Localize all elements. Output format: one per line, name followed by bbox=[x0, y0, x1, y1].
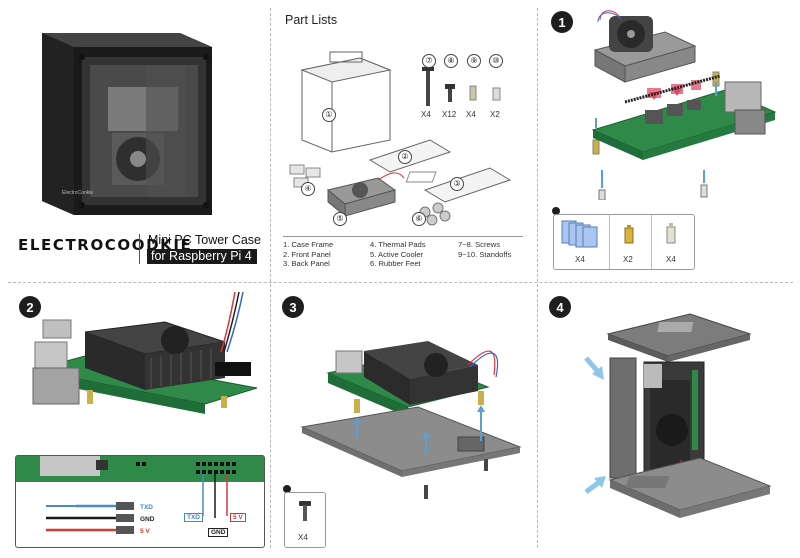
wire-label-5v: 5 V bbox=[140, 528, 150, 535]
legend-divider bbox=[283, 236, 523, 237]
step1-note-badge bbox=[552, 207, 560, 215]
legend-item: 1. Case Frame bbox=[283, 240, 334, 249]
product-subtitle: for Raspberry Pi 4 bbox=[147, 249, 257, 264]
box-divider bbox=[651, 215, 652, 269]
pin-callout-txd: TXD bbox=[184, 513, 203, 522]
callout-4: ④ bbox=[301, 182, 315, 196]
qty-screw-short: X12 bbox=[442, 110, 457, 119]
thermal-pads-icon bbox=[561, 220, 598, 248]
callout-8: ⑧ bbox=[444, 54, 458, 68]
wiring-board bbox=[16, 456, 264, 534]
step2-illustration bbox=[32, 292, 258, 414]
legend-item: 6. Rubber Feet bbox=[370, 259, 421, 268]
nylon-standoff-icon bbox=[666, 223, 676, 244]
box-qty-pads: X4 bbox=[575, 255, 585, 264]
product-title: Mini PC Tower Case bbox=[148, 233, 262, 247]
legend-item: 4. Thermal Pads bbox=[370, 240, 426, 249]
qty-standoff-nylon: X2 bbox=[490, 110, 500, 119]
step3-parts-box: X4 bbox=[284, 492, 326, 548]
callout-5: ⑤ bbox=[333, 212, 347, 226]
brass-standoff-icon bbox=[624, 225, 634, 244]
callout-10: ⑩ bbox=[489, 54, 503, 68]
callout-6: ⑥ bbox=[412, 212, 426, 226]
callout-7: ⑦ bbox=[422, 54, 436, 68]
legend-col-3: 7~8. Screws 9~10. Standoffs bbox=[458, 240, 511, 259]
legend-col-1: 1. Case Frame 2. Front Panel 3. Back Pan… bbox=[283, 240, 333, 269]
divider-right bbox=[537, 8, 538, 548]
legend-item: 3. Back Panel bbox=[283, 259, 330, 268]
legend-item: 2. Front Panel bbox=[283, 249, 331, 259]
brand-separator bbox=[139, 234, 140, 264]
legend-item: 9~10. Standoffs bbox=[458, 249, 512, 259]
box-qty-brass: X2 bbox=[623, 255, 633, 264]
step-badge-2: 2 bbox=[19, 296, 41, 318]
pin-callout-gnd: GND bbox=[208, 528, 229, 537]
step-badge-1: 1 bbox=[551, 11, 573, 33]
parts-heading: Part Lists bbox=[285, 13, 338, 27]
callout-1: ① bbox=[322, 108, 336, 122]
box-divider bbox=[609, 215, 610, 269]
box-qty-nylon: X4 bbox=[666, 255, 676, 264]
step1-illustration bbox=[591, 10, 777, 200]
case-badge: ElectroCookie bbox=[62, 190, 94, 196]
wire-label-gnd: GND bbox=[140, 516, 155, 523]
wiring-diagram: TXD GND 5 V TXD GND 5 V bbox=[15, 455, 265, 548]
qty-standoff-brass: X4 bbox=[466, 110, 476, 119]
box-qty-screws: X4 bbox=[298, 533, 308, 542]
pin-callout-5v: 5 V bbox=[230, 513, 246, 522]
legend-col-2: 4. Thermal Pads 5. Active Cooler 6. Rubb… bbox=[370, 240, 426, 269]
step1-parts-box: X4 X2 X4 bbox=[553, 214, 695, 270]
step3-note-badge bbox=[283, 485, 291, 493]
step4-illustration bbox=[584, 313, 772, 518]
screw-icon bbox=[299, 501, 311, 521]
product-photo bbox=[42, 33, 212, 215]
wire-label-txd: TXD bbox=[140, 504, 153, 511]
callout-3: ③ bbox=[450, 177, 464, 191]
legend-item: 7~8. Screws bbox=[458, 240, 500, 249]
step3-illustration bbox=[300, 341, 522, 499]
parts-exploded-view bbox=[289, 51, 512, 226]
step-badge-3: 3 bbox=[282, 296, 304, 318]
qty-screw-long: X4 bbox=[421, 110, 431, 119]
callout-2: ② bbox=[398, 150, 412, 164]
divider-left bbox=[270, 8, 271, 548]
legend-item: 5. Active Cooler bbox=[370, 249, 424, 259]
divider-mid bbox=[8, 282, 793, 283]
step-badge-4: 4 bbox=[549, 296, 571, 318]
callout-9: ⑨ bbox=[467, 54, 481, 68]
